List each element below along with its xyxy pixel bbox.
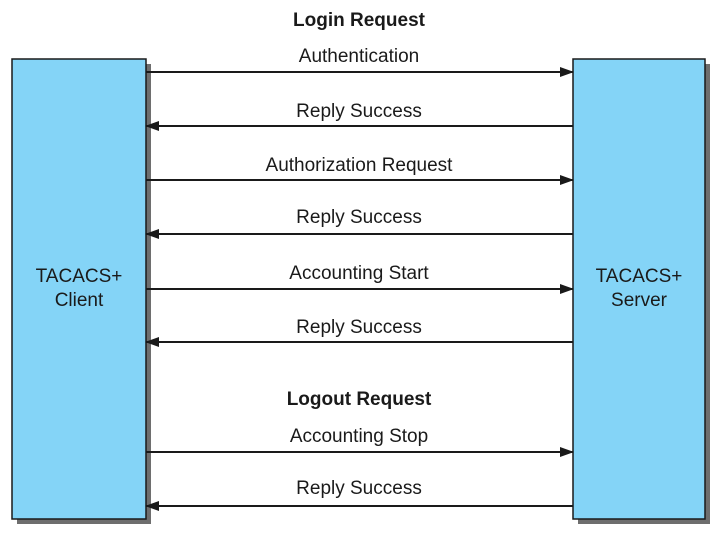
client-box-body — [11, 58, 147, 520]
message-authentication: Authentication — [146, 46, 574, 77]
message-accounting-stop: Accounting Stop — [146, 426, 574, 457]
message-label: Reply Success — [296, 101, 422, 122]
message-label: Accounting Start — [289, 263, 429, 284]
message-label: Accounting Stop — [290, 426, 428, 447]
message-accounting-start: Accounting Start — [146, 263, 574, 294]
server-box: TACACS+ Server — [572, 58, 710, 524]
server-box-body — [572, 58, 706, 520]
message-reply-success-2: Reply Success — [145, 207, 573, 239]
message-reply-success-4: Reply Success — [145, 478, 573, 511]
message-reply-success-1: Reply Success — [145, 101, 573, 131]
message-label: Reply Success — [296, 478, 422, 499]
message-label: Authentication — [299, 46, 419, 67]
section-login-request: Login Request — [293, 10, 426, 31]
message-label: Reply Success — [296, 317, 422, 338]
server-label-line2: Server — [611, 290, 668, 311]
server-label-line1: TACACS+ — [596, 266, 683, 287]
section-logout-request: Logout Request — [287, 389, 432, 410]
message-reply-success-3: Reply Success — [145, 317, 573, 347]
client-label-line1: TACACS+ — [36, 266, 123, 287]
message-authorization-request: Authorization Request — [146, 155, 574, 185]
client-box: TACACS+ Client — [11, 58, 151, 524]
message-label: Reply Success — [296, 207, 422, 228]
client-label-line2: Client — [55, 290, 104, 311]
message-label: Authorization Request — [266, 155, 454, 176]
